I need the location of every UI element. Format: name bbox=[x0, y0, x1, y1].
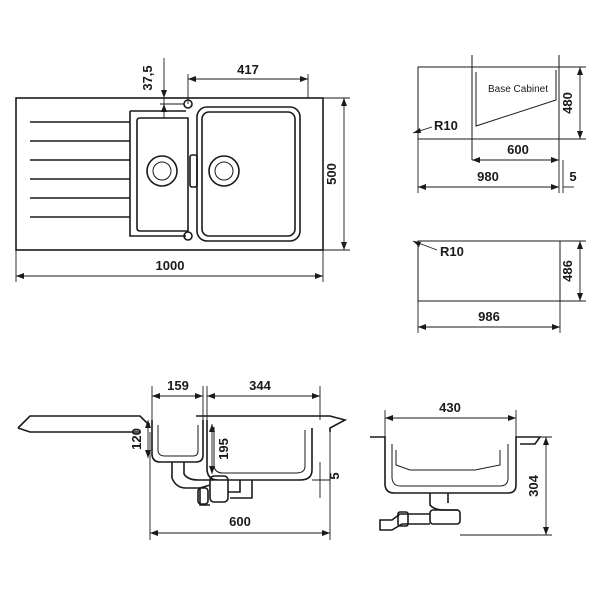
overflow-slot bbox=[189, 154, 198, 188]
drainer-section bbox=[17, 415, 150, 429]
width-label: 1000 bbox=[156, 258, 185, 273]
bowl-width-label: 417 bbox=[237, 62, 259, 77]
cabinet-width-label: 600 bbox=[229, 514, 251, 529]
tap-hole-bottom bbox=[183, 231, 193, 241]
cutout-view: R10 486 986 bbox=[412, 240, 586, 333]
drain-pipe bbox=[171, 462, 200, 489]
top-view: 1000 500 417 37,5 bbox=[15, 58, 350, 282]
cabinet-view: Base Cabinet R10 480 600 980 5 bbox=[412, 55, 586, 193]
small-bowl-section bbox=[151, 420, 204, 463]
sink-outline bbox=[15, 97, 324, 251]
side-view: 430 304 bbox=[370, 400, 552, 536]
side-height-label: 304 bbox=[526, 474, 541, 496]
side-outline bbox=[370, 436, 542, 494]
bowl-width-label: 344 bbox=[249, 378, 271, 393]
main-bowl-drain bbox=[208, 155, 240, 187]
cutout-radius-label: R10 bbox=[440, 244, 464, 259]
main-bowl-section bbox=[206, 420, 313, 481]
small-depth-label: 120 bbox=[129, 428, 144, 450]
side-width-label: 430 bbox=[439, 400, 461, 415]
main-bowl bbox=[201, 111, 296, 237]
dim-depth-500: 500 bbox=[323, 97, 350, 251]
dim-bowl-417: 417 bbox=[187, 62, 309, 104]
small-bowl-label: 159 bbox=[167, 378, 189, 393]
cutout-width-label: 986 bbox=[478, 309, 500, 324]
side-drain bbox=[429, 493, 458, 511]
dim-offset-37-5: 37,5 bbox=[140, 58, 186, 118]
cabinet-outline bbox=[475, 70, 557, 127]
cabinet-width-label: 600 bbox=[507, 142, 529, 157]
dim-width-1000: 1000 bbox=[15, 250, 324, 282]
small-bowl-drain bbox=[146, 155, 178, 187]
offset-label: 37,5 bbox=[140, 65, 155, 90]
cutout-rect bbox=[417, 240, 561, 302]
cutout-width-label: 980 bbox=[477, 169, 499, 184]
drainer-grooves bbox=[30, 121, 130, 218]
cutout-depth-label: 486 bbox=[560, 260, 575, 282]
rim-label: 5 bbox=[327, 472, 342, 479]
depth-label: 500 bbox=[324, 163, 339, 185]
bowl-depth-label: 195 bbox=[216, 438, 231, 460]
small-bowl bbox=[136, 117, 189, 232]
gap-label: 5 bbox=[569, 169, 576, 184]
main-bowl-rim bbox=[196, 106, 301, 242]
height-label: 480 bbox=[560, 92, 575, 114]
cabinet-label: Base Cabinet bbox=[488, 84, 548, 95]
radius-label: R10 bbox=[434, 118, 458, 133]
small-bowl-rim bbox=[129, 110, 186, 237]
section-view: 159 344 120 195 5 600 bbox=[17, 378, 348, 540]
